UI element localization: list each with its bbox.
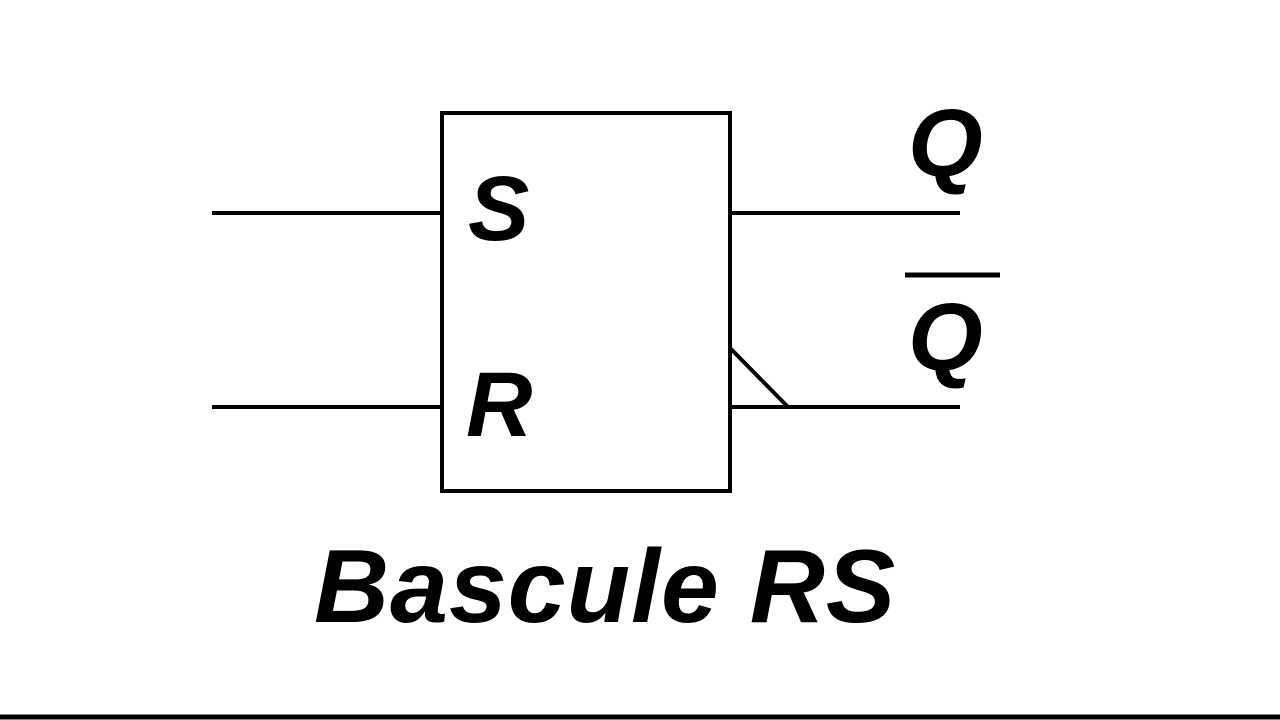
flipflop-box (440, 111, 732, 493)
q-output-label: Q (908, 90, 983, 197)
q-complement-output-label: Q (908, 284, 983, 391)
negation-marker (728, 346, 790, 409)
set-input-label: S (468, 158, 530, 260)
reset-input-label: R (466, 354, 533, 456)
diagram-caption: Bascule RS (314, 529, 897, 645)
